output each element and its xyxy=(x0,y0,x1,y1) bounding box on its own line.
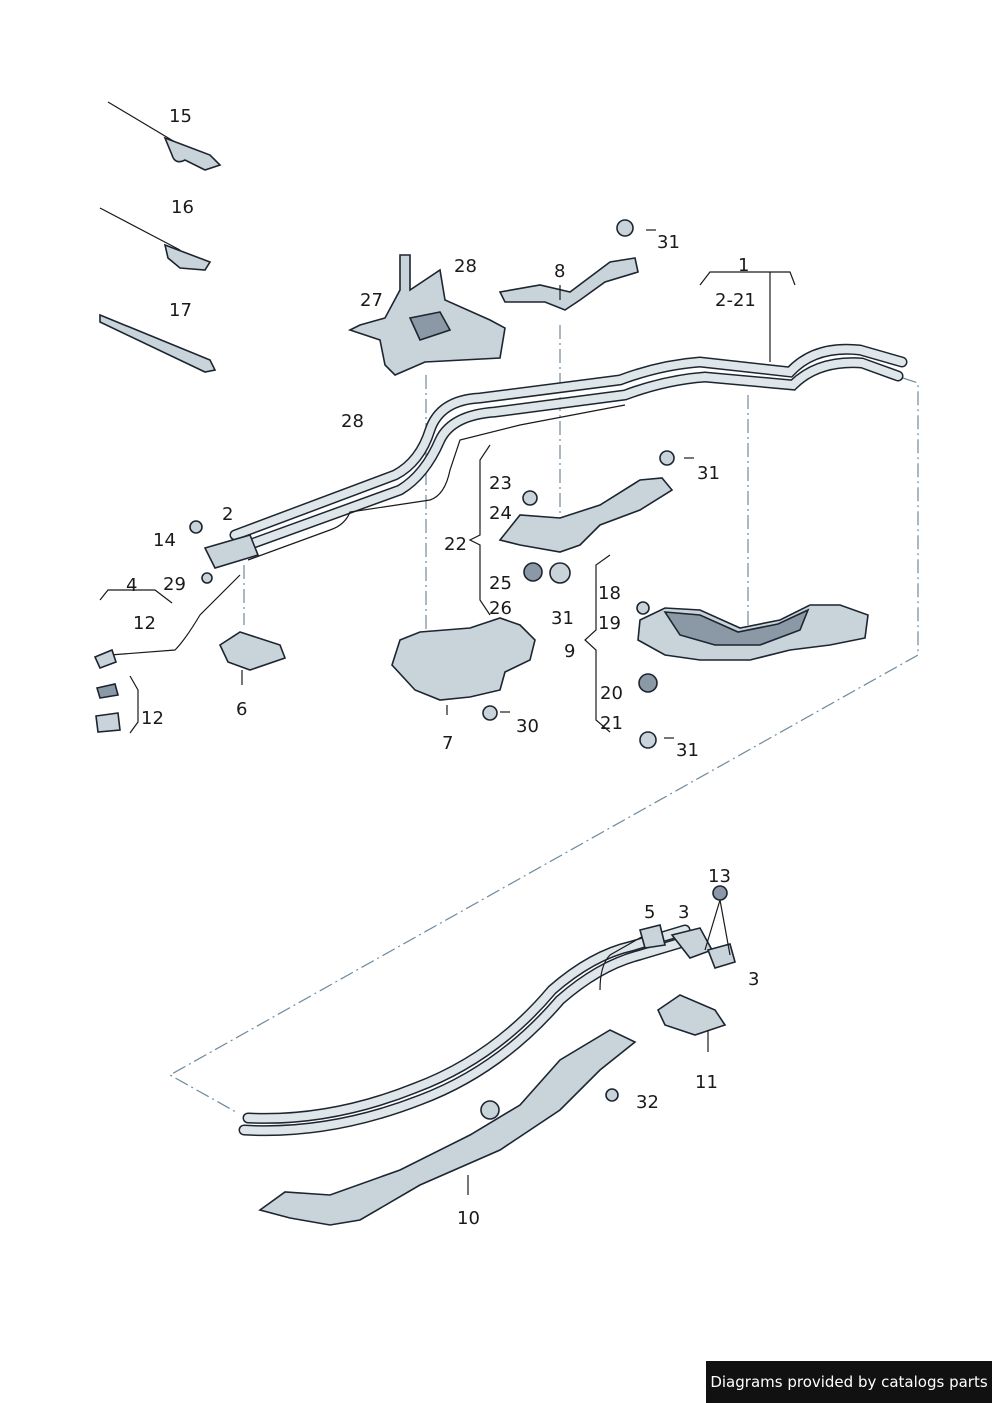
callout-labels: 1 2-21 2 3 3 4 5 6 7 8 9 10 11 12 12 13 … xyxy=(126,106,759,1229)
callout-20: 20 xyxy=(600,683,623,704)
callout-29: 29 xyxy=(163,574,186,595)
cable-tie-17 xyxy=(99,313,217,373)
bracket-22 xyxy=(498,450,675,584)
callout-14: 14 xyxy=(153,530,176,551)
callout-1: 1 xyxy=(738,255,749,276)
callout-13: 13 xyxy=(708,866,731,887)
credit-banner: Diagrams provided by catalogs parts xyxy=(706,1361,992,1403)
lower-line-bundle xyxy=(238,924,696,1137)
callout-28-top: 28 xyxy=(454,256,477,277)
callout-leaders xyxy=(99,229,796,1195)
callout-31-top: 31 xyxy=(657,232,680,253)
callout-31-bottom: 31 xyxy=(676,740,699,761)
callout-7: 7 xyxy=(442,733,453,754)
heat-shield-10 xyxy=(258,1029,637,1226)
connectors-3 xyxy=(639,885,736,969)
callout-9: 9 xyxy=(564,641,575,662)
callout-26: 26 xyxy=(489,598,512,619)
callout-8: 8 xyxy=(554,261,565,282)
guide-lines xyxy=(168,325,919,1113)
holder-11 xyxy=(656,994,727,1036)
callout-32: 32 xyxy=(636,1092,659,1113)
callout-11: 11 xyxy=(695,1072,718,1093)
callout-12-lower: 12 xyxy=(141,708,164,729)
callout-6: 6 xyxy=(236,699,247,720)
bracket-7 xyxy=(391,617,536,721)
cable-tie-16 xyxy=(99,207,212,271)
bracket-27 xyxy=(347,254,506,376)
callout-16: 16 xyxy=(171,197,194,218)
bracket-8 xyxy=(498,219,639,311)
callout-23: 23 xyxy=(489,473,512,494)
callout-18: 18 xyxy=(598,583,621,604)
heat-shield-9 xyxy=(636,601,869,749)
callout-3-top: 3 xyxy=(678,902,689,923)
callout-2-21: 2-21 xyxy=(715,290,756,311)
sensor-4 xyxy=(93,648,121,733)
brake-fuel-line-bundle xyxy=(109,343,908,656)
callout-5: 5 xyxy=(644,902,655,923)
callout-3-right: 3 xyxy=(748,969,759,990)
callout-19: 19 xyxy=(598,613,621,634)
callout-27: 27 xyxy=(360,290,383,311)
connector-2 xyxy=(189,520,260,584)
callout-2: 2 xyxy=(222,504,233,525)
callout-15: 15 xyxy=(169,106,192,127)
callout-30: 30 xyxy=(516,716,539,737)
callout-4: 4 xyxy=(126,575,137,596)
callout-24: 24 xyxy=(489,503,512,524)
holder-6 xyxy=(218,631,287,671)
callout-25: 25 xyxy=(489,573,512,594)
callout-10: 10 xyxy=(457,1208,480,1229)
callout-31-mid: 31 xyxy=(697,463,720,484)
callout-31-center: 31 xyxy=(551,608,574,629)
callout-12-upper: 12 xyxy=(133,613,156,634)
callout-28-bottom: 28 xyxy=(341,411,364,432)
callout-21: 21 xyxy=(600,713,623,734)
callout-17: 17 xyxy=(169,300,192,321)
callout-22: 22 xyxy=(444,534,467,555)
cable-tie-15 xyxy=(107,101,222,171)
